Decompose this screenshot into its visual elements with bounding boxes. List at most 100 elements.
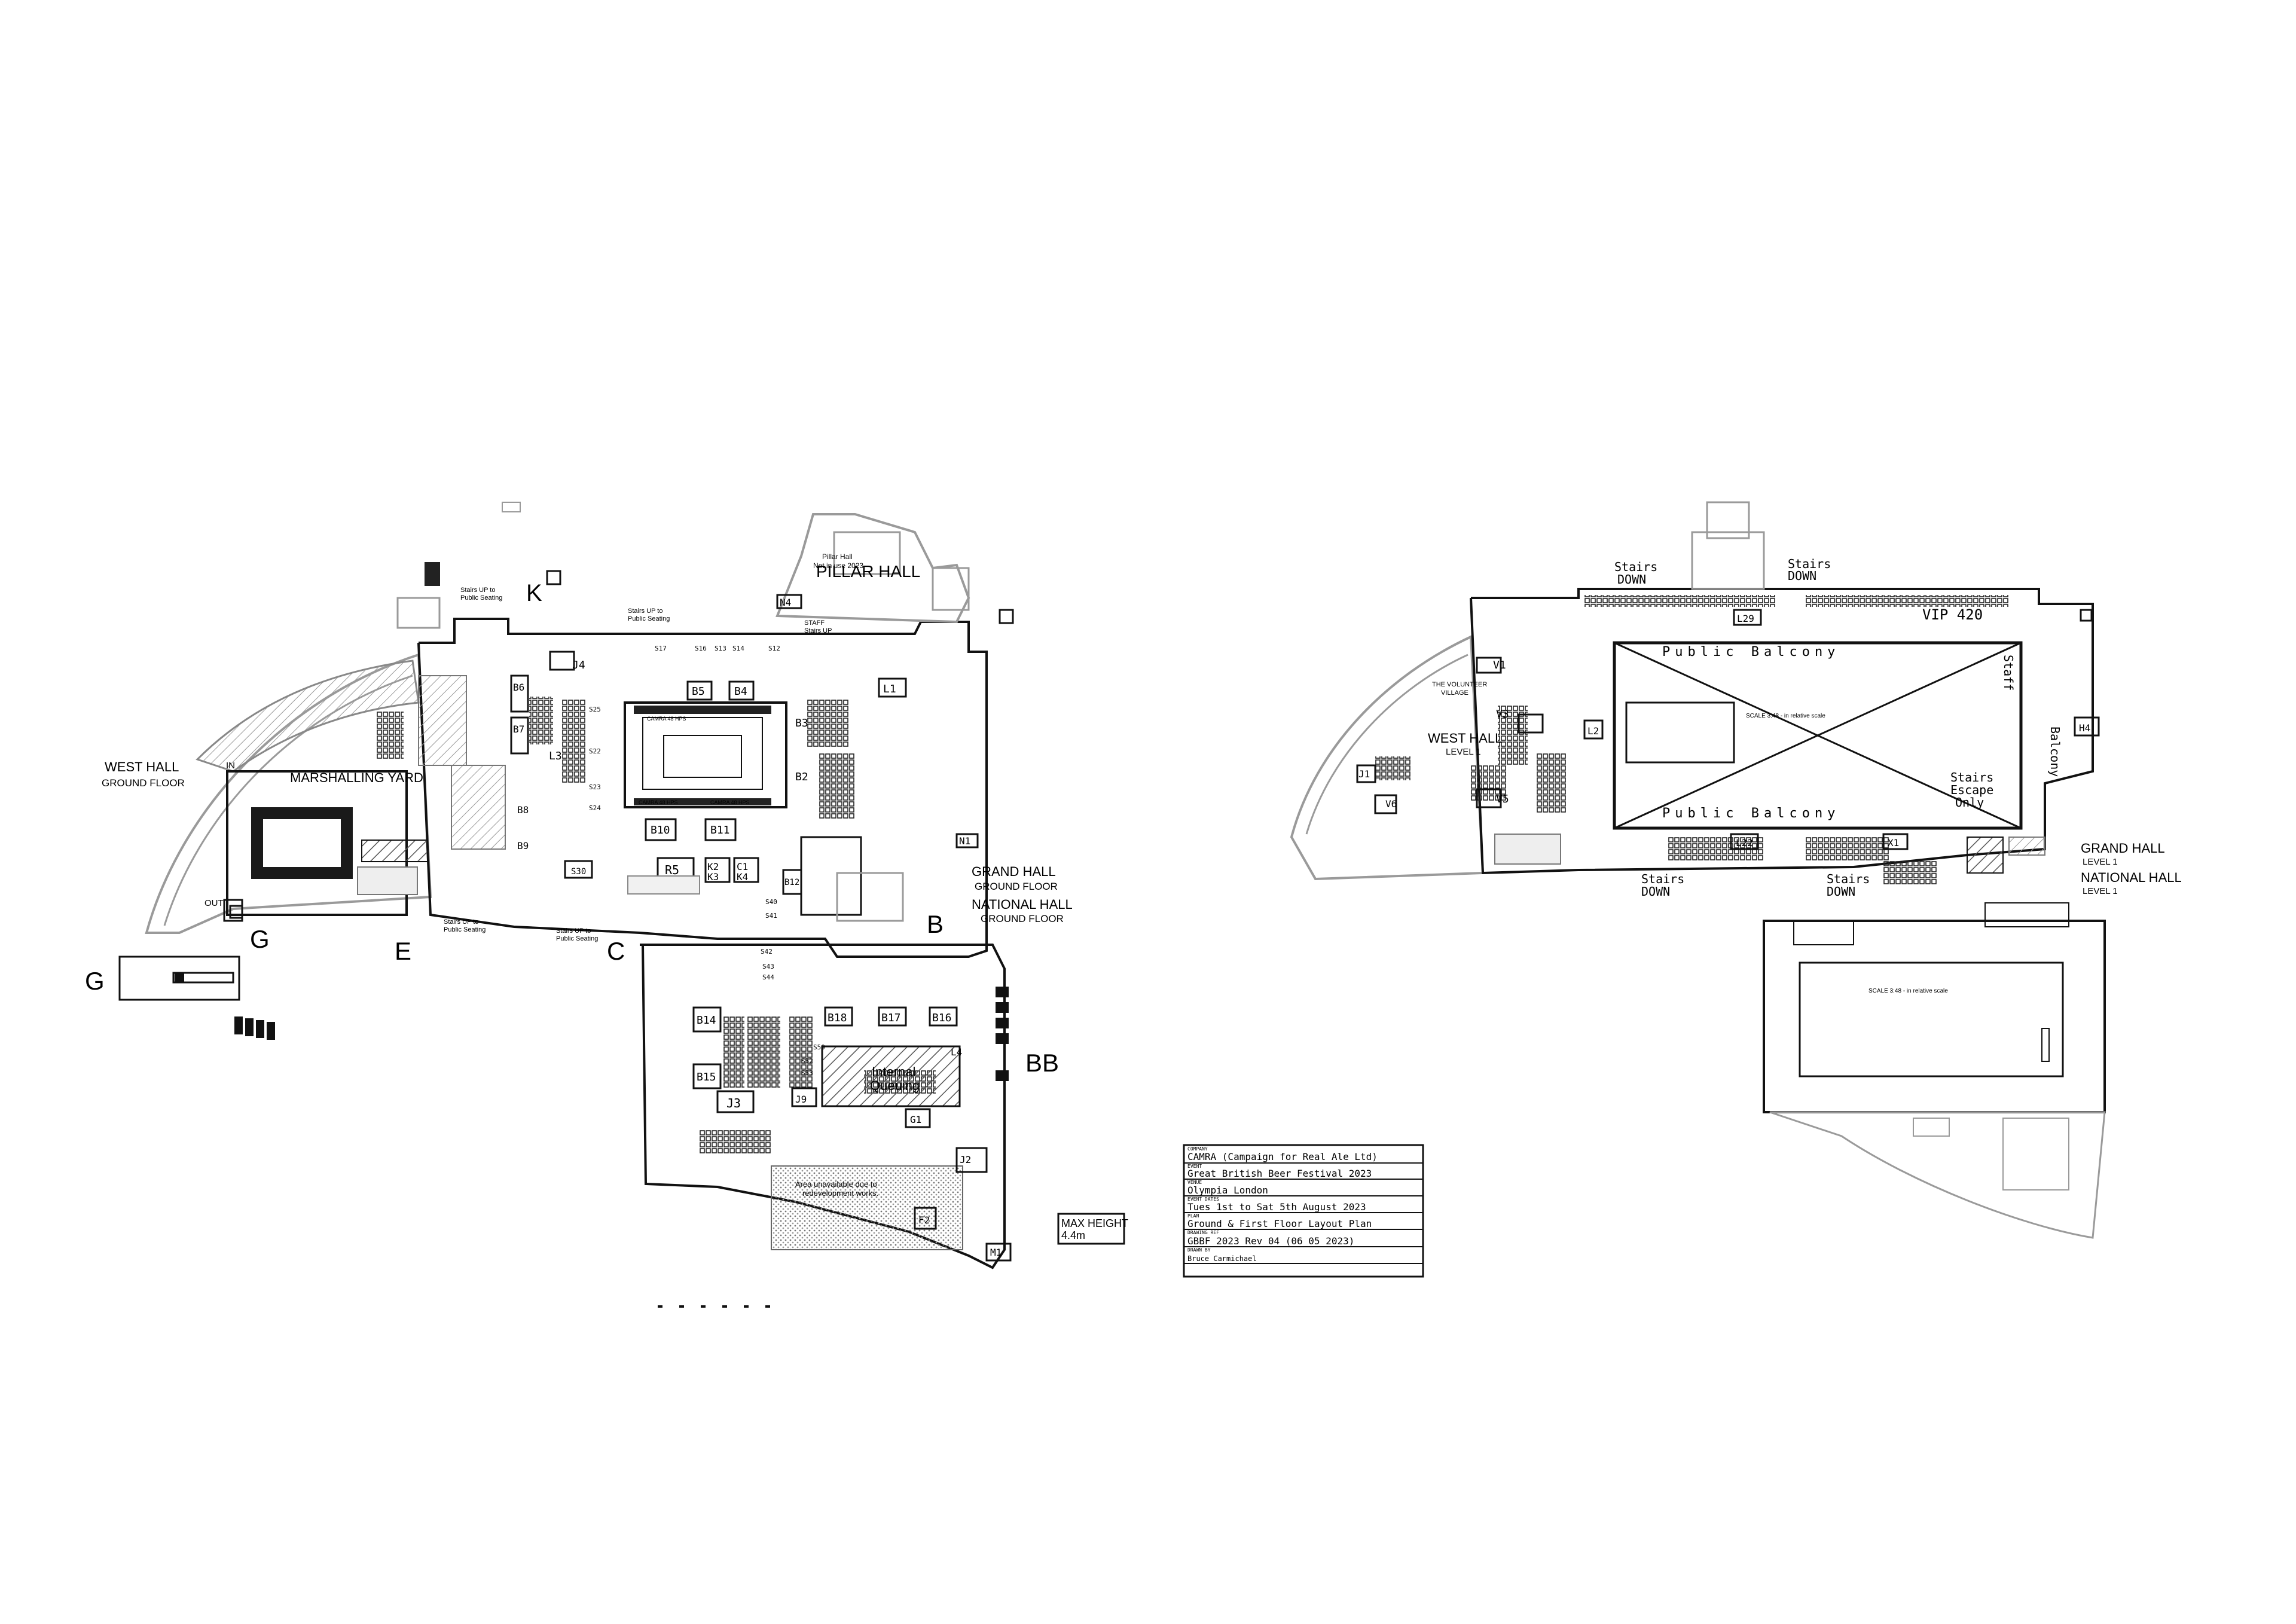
stairs-up-label-3: Stairs UP to — [628, 608, 663, 615]
stairs-down-4a: Stairs — [1827, 872, 1870, 886]
national-hall-l1-sub: LEVEL 1 — [2083, 886, 2118, 896]
camra-stand-3: CAMRA 48 HPS — [710, 799, 750, 805]
bar-s42: S42 — [761, 948, 773, 956]
bar-l4: L4 — [951, 1046, 962, 1058]
stairs-down-3b: DOWN — [1641, 884, 1670, 899]
tb-dates-label: EVENT DATES — [1187, 1196, 1219, 1202]
bar-b16: B16 — [932, 1012, 952, 1024]
zone-b: B — [927, 910, 944, 938]
scale-note-national: SCALE 3:48 - in relative scale — [1868, 988, 1948, 994]
tb-dates: Tues 1st to Sat 5th August 2023 — [1187, 1201, 1366, 1213]
grand-hall-sub: GROUND FLOOR — [975, 881, 1058, 892]
bar-j2: J2 — [960, 1154, 971, 1165]
bar-b8: B8 — [517, 804, 529, 816]
stairs-up-label-5: Stairs UP to — [556, 927, 591, 935]
zone-e: E — [395, 937, 411, 965]
bar-v3: V3 — [1496, 708, 1509, 721]
national-hall-sub: GROUND FLOOR — [981, 913, 1064, 924]
bar-f2: F2 — [918, 1214, 930, 1226]
public-balcony-bottom: Public Balcony — [1662, 806, 1840, 821]
stairs-escape-1: Stairs — [1950, 770, 1993, 784]
bar-l29: L29 — [1737, 613, 1754, 624]
bar-s13: S13 — [715, 645, 726, 652]
internal-queuing-2: Queuing — [870, 1078, 920, 1093]
bar-s22: S22 — [589, 747, 601, 755]
first-floor-plan — [1290, 501, 2106, 1239]
tb-plan: Ground & First Floor Layout Plan — [1187, 1218, 1372, 1229]
bar-v1: V1 — [1493, 659, 1506, 671]
stairs-down-1b: DOWN — [1617, 572, 1646, 587]
bar-k4: K4 — [737, 871, 748, 883]
stair-blocks — [996, 987, 1009, 1081]
staff-stairs-2: Stairs UP — [804, 627, 832, 634]
title-block: COMPANY CAMRA (Campaign for Real Ale Ltd… — [1183, 1144, 1424, 1278]
tb-company: CAMRA (Campaign for Real Ale Ltd) — [1187, 1151, 1378, 1162]
zone-k: K — [526, 580, 542, 606]
gate-g-box — [118, 956, 240, 1001]
staff-stairs-1: STAFF — [804, 619, 825, 627]
pillar-note-2: Not in use 2023 — [813, 561, 863, 570]
small-stacks — [234, 1016, 275, 1040]
bar-l2: L2 — [1587, 725, 1599, 737]
bar-j3: J3 — [726, 1096, 741, 1110]
west-hall-level1-outline — [1290, 634, 1485, 881]
tb-venue: Olympia London — [1187, 1185, 1268, 1196]
zone-g: G — [250, 925, 270, 953]
stairs-up-label-8: Public Seating — [444, 926, 486, 933]
scale-note-balcony: SCALE 3:48 - in relative scale — [1746, 713, 1825, 719]
bar-s16: S16 — [695, 645, 707, 652]
bar-s30: S30 — [571, 867, 586, 877]
in-label: IN — [226, 761, 235, 771]
stairs-down-1a: Stairs — [1614, 560, 1657, 574]
bar-v5: V5 — [1496, 793, 1509, 805]
out-label: OUT — [204, 898, 224, 908]
volunteer-village-2: VILLAGE — [1441, 689, 1468, 697]
camra-central-area — [624, 701, 787, 808]
stairs-down-2a: Stairs — [1788, 557, 1831, 571]
tb-event-label: EVENT — [1187, 1164, 1202, 1169]
stairs-down-4b: DOWN — [1827, 884, 1855, 899]
bar-s14: S14 — [732, 645, 744, 652]
marshalling-yard-label: MARSHALLING YARD — [290, 770, 423, 785]
zone-g-gate: G — [85, 967, 105, 995]
bar-s44: S44 — [762, 973, 774, 981]
tb-company-label: COMPANY — [1187, 1146, 1208, 1152]
bar-b18: B18 — [828, 1012, 847, 1024]
national-hall-level1 — [1763, 920, 2106, 1113]
bar-s41: S41 — [765, 912, 777, 920]
bar-n1: N1 — [959, 835, 970, 847]
bar-b7: B7 — [513, 724, 524, 735]
bar-b10: B10 — [651, 824, 670, 837]
bar-s43: S43 — [762, 963, 774, 970]
bar-j1: J1 — [1358, 768, 1370, 780]
west-hall-sub: GROUND FLOOR — [102, 777, 185, 789]
stairs-down-2b: DOWN — [1788, 569, 1816, 583]
bar-b14: B14 — [697, 1014, 716, 1027]
ground-floor-labels: Pillar Hall Not in use 2023 PILLAR HALL … — [85, 552, 1128, 1258]
bar-b11: B11 — [710, 824, 730, 837]
public-balcony-top: Public Balcony — [1662, 645, 1840, 660]
bar-b15: B15 — [697, 1071, 716, 1083]
bar-s40: S40 — [765, 898, 777, 906]
bar-l22: L22 — [1736, 837, 1753, 848]
bar-m1: M1 — [990, 1247, 1002, 1258]
tb-drawing-label: DRAWING REF — [1187, 1230, 1219, 1235]
tb-drawing: GBBF 2023 Rev 04 (06 05 2023) — [1187, 1235, 1354, 1247]
staff-balcony-1: Staff — [2001, 655, 2016, 691]
public-balcony-void — [1613, 641, 2023, 830]
volunteer-village-1: THE VOLUNTEER — [1432, 681, 1487, 688]
bar-b12: B12 — [784, 878, 799, 887]
max-height-1: MAX HEIGHT — [1061, 1217, 1128, 1229]
bar-k2: K2 — [707, 861, 719, 872]
grand-hall-l1-label: GRAND HALL — [2081, 841, 2165, 856]
zone-bb: BB — [1025, 1049, 1059, 1077]
bar-v6: V6 — [1385, 798, 1397, 810]
main-building-outline — [417, 618, 988, 958]
bar-h4: H4 — [2079, 722, 2090, 734]
pillar-note-1: Pillar Hall — [822, 552, 853, 561]
national-hall-lower-curve — [1769, 1111, 2106, 1239]
south-block-outline — [640, 944, 1006, 1269]
tb-event: Great British Beer Festival 2023 — [1187, 1168, 1372, 1179]
bar-s12: S12 — [768, 645, 780, 652]
bar-s23: S23 — [589, 783, 601, 791]
